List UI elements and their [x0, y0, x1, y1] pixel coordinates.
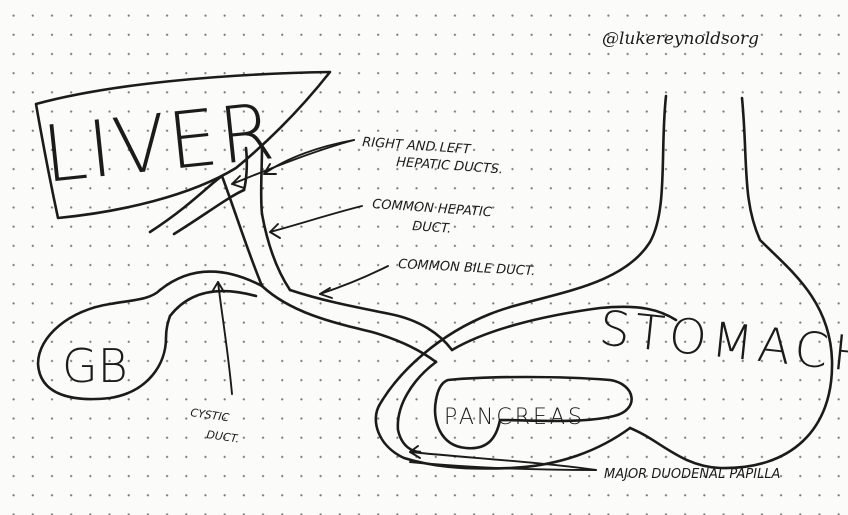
label-hepatic-ducts-2: HEPATIC DUCTS.	[396, 155, 504, 177]
gallbladder-outline	[36, 288, 172, 401]
liver-label: LIVER	[39, 87, 280, 201]
label-common-hepatic-2: DUCT.	[412, 219, 452, 237]
gallbladder-label: GB	[62, 339, 128, 393]
label-papilla: MAJOR DUODENAL PAPILLA	[604, 467, 780, 482]
cystic-duct	[158, 270, 264, 318]
author-handle: @lukereynoldsorg	[602, 29, 759, 49]
hepatic-ducts-arrows	[231, 139, 355, 189]
pancreas-outline	[433, 375, 633, 450]
cystic-duct-arrow	[211, 281, 233, 395]
common-bile-duct	[260, 284, 454, 364]
label-hepatic-ducts-1: RIGHT AND LEFT	[362, 135, 472, 158]
common-bile-arrow	[319, 265, 389, 299]
stomach-label: STOMACH	[597, 300, 848, 385]
common-hepatic-arrow	[269, 205, 363, 239]
hepatic-ducts	[148, 144, 292, 292]
label-cystic-2: DUCT.	[206, 428, 241, 445]
liver-outline	[34, 70, 332, 220]
label-cystic-1: CYSTIC	[190, 406, 231, 424]
papilla-arrows	[409, 445, 597, 471]
label-common-hepatic-1: COMMON HEPATIC	[372, 197, 493, 220]
pancreas-label: PANCREAS	[444, 405, 585, 430]
label-common-bile: COMMON BILE DUCT.	[398, 257, 536, 279]
